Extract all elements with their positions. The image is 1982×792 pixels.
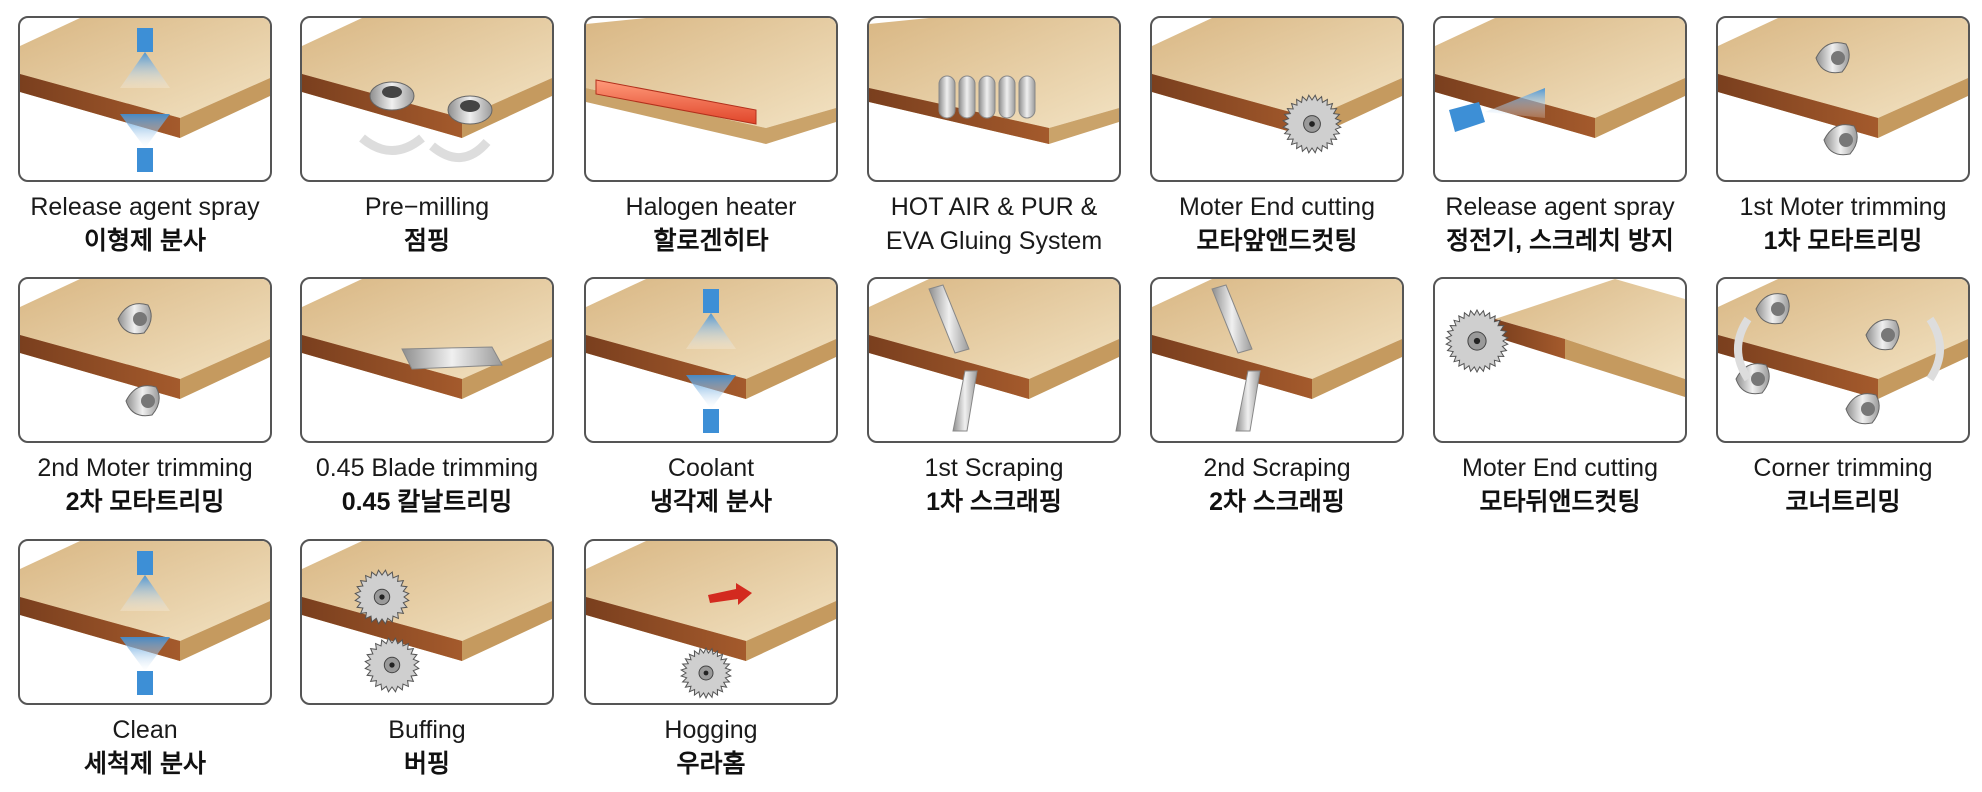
panel-board — [1495, 279, 1685, 397]
step-label-en: Release agent spray — [30, 193, 260, 221]
step-label-ko: 코너트리밍 — [1785, 488, 1901, 516]
panel-board — [586, 541, 836, 661]
step-label-ko: 정전기, 스크레치 방지 — [1446, 227, 1674, 255]
step-label-en: Buffing — [388, 716, 466, 744]
step-label-en-line2: EVA Gluing System — [885, 227, 1103, 255]
panel-board — [302, 541, 552, 661]
step-label-en: HOT AIR & PUR & — [890, 193, 1098, 221]
panel-board — [586, 18, 836, 144]
step-illustration-trim-2 — [18, 277, 272, 443]
step-label-ko: 모타뒤앤드컷팅 — [1479, 488, 1641, 516]
panel-board — [869, 279, 1119, 399]
step-label-en: Halogen heater — [625, 193, 797, 221]
step-label-en: Pre−milling — [364, 193, 490, 221]
step-label-ko: 0.45 칼날트리밍 — [341, 488, 513, 516]
step-illustration-scrape-1 — [867, 277, 1121, 443]
step-illustration-blade — [300, 277, 554, 443]
step-label-ko: 세척제 분사 — [84, 750, 206, 778]
step-label-en: 2nd Scraping — [1203, 454, 1351, 482]
step-label-en: Hogging — [664, 716, 758, 744]
step-label-en: 1st Scraping — [924, 454, 1064, 482]
step-illustration-pre-milling — [300, 16, 554, 182]
step-label-ko: 이형제 분사 — [84, 227, 206, 255]
step-label-en: Corner trimming — [1753, 454, 1933, 482]
step-illustration-coolant — [584, 277, 838, 443]
step-label-ko: 모타앞앤드컷팅 — [1196, 227, 1358, 255]
step-illustration-antistatic — [1433, 16, 1687, 182]
step-illustration-end-cut-front — [1150, 16, 1404, 182]
panel-board — [1152, 279, 1402, 399]
step-illustration-clean — [18, 539, 272, 705]
step-illustration-scrape-2 — [1150, 277, 1404, 443]
step-illustration-end-cut-rear — [1433, 277, 1687, 443]
panel-board — [1152, 18, 1402, 138]
step-label-ko: 할로겐히타 — [653, 227, 769, 255]
panel-board — [302, 18, 552, 138]
step-label-en: Coolant — [667, 454, 755, 482]
step-label-ko: 버핑 — [403, 750, 450, 778]
step-label-ko: 점핑 — [403, 227, 450, 255]
step-illustration-trim-1 — [1716, 16, 1970, 182]
step-illustration-halogen — [584, 16, 838, 182]
step-label-en: 0.45 Blade trimming — [315, 454, 539, 482]
step-label-en: Clean — [112, 716, 178, 744]
step-illustration-release-spray — [18, 16, 272, 182]
step-illustration-corner — [1716, 277, 1970, 443]
step-label-en: Release agent spray — [1445, 193, 1675, 221]
step-label-ko: 냉각제 분사 — [650, 488, 772, 516]
step-illustration-buffing — [300, 539, 554, 705]
panel-board — [20, 279, 270, 399]
panel-board — [302, 279, 552, 399]
step-label-ko: 2차 모타트리밍 — [65, 488, 225, 516]
step-illustration-hogging — [584, 539, 838, 705]
step-label-ko: 1차 스크래핑 — [926, 488, 1062, 516]
step-label-en: 1st Moter trimming — [1739, 193, 1947, 221]
panel-board — [1718, 18, 1968, 138]
step-illustration-hot-air — [867, 16, 1121, 182]
step-label-ko: 1차 모타트리밍 — [1763, 227, 1923, 255]
step-label-en: 2nd Moter trimming — [37, 454, 253, 482]
step-label-ko: 2차 스크래핑 — [1209, 488, 1345, 516]
step-label-ko: 우라홈 — [676, 750, 746, 778]
step-label-en: Moter End cutting — [1462, 454, 1658, 482]
step-label-en: Moter End cutting — [1179, 193, 1375, 221]
